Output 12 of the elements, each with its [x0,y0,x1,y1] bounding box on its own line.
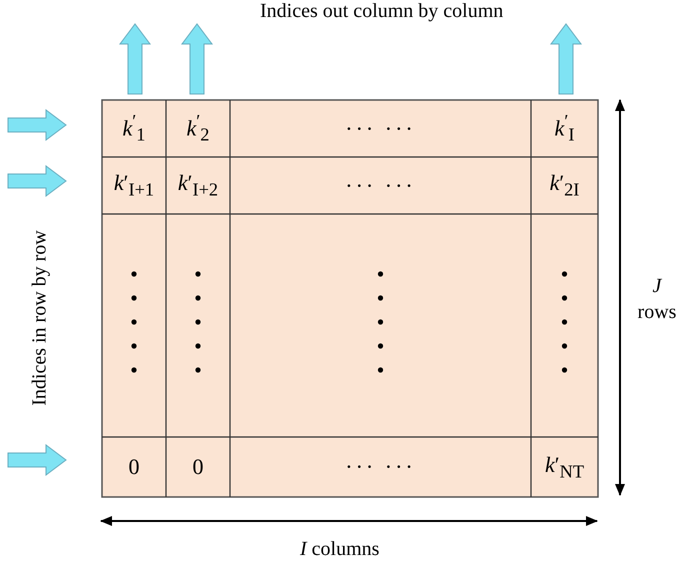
dimension-text: J rows [637,274,677,325]
ellipsis-text: ··· ··· [345,116,416,142]
cell-text: k′$_{I+1}$ [114,170,154,201]
cell-text: k′$_{I+2}$ [178,170,218,201]
axis-text: Indices in row by row [28,230,52,406]
ellipsis-text: ··· ··· [345,454,416,480]
cell-text: k′$_{2I}$ [550,170,580,201]
ellipsis-text: ··· ··· [345,172,416,198]
cell-text: 0 [192,454,204,480]
heading-text: Indices out column by column [260,0,504,23]
cell-text: 0 [128,454,140,480]
dimension-text: I columns [300,538,380,561]
